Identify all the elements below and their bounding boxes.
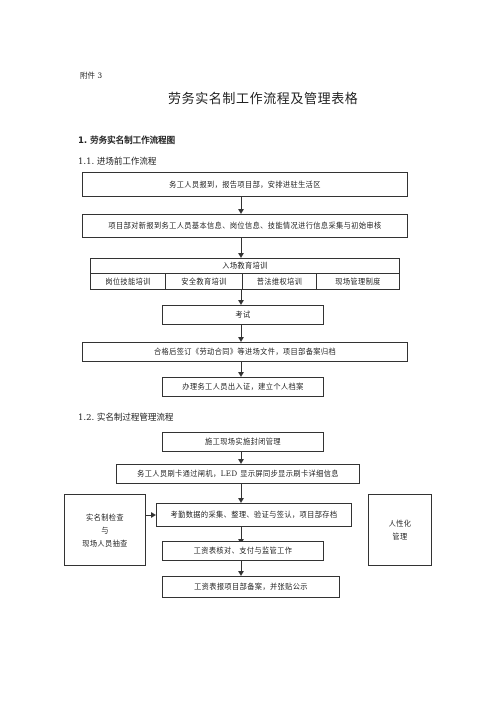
arrow-down-icon — [238, 459, 244, 464]
flow1-step-pass-card: 办理务工人员出入证，建立个人档案 — [162, 377, 324, 397]
attachment-label: 附件 3 — [80, 71, 103, 80]
connector — [241, 325, 242, 337]
page-title: 劳务实名制工作流程及管理表格 — [168, 92, 359, 107]
flow1-step-report: 务工人员报到，报告项目部，安排进驻生活区 — [82, 172, 408, 197]
connector — [241, 484, 242, 498]
arrow-down-icon — [238, 337, 244, 342]
training-item-legal-rights: 普法维权培训 — [242, 273, 317, 290]
flow2-step-publish: 工资表报项目部备案，并张贴公示 — [162, 576, 340, 598]
flow2-step-attendance: 考勤数据的采集、整理、验证与签认，项目部存档 — [156, 503, 352, 527]
flow1-training-title: 入场教育培训 — [90, 258, 400, 274]
training-item-site-rules: 现场管理制度 — [316, 273, 400, 290]
section-heading-1: 1. 劳务实名制工作流程图 — [78, 136, 176, 146]
subsection-heading-1-2: 1.2. 实名制过程管理流程 — [78, 413, 174, 423]
connector — [146, 515, 151, 516]
flow1-step-contract: 合格后签订《劳动合同》等进场文件，项目部备案归档 — [82, 342, 408, 362]
flow2-step-closed-management: 施工现场实施封闭管理 — [162, 432, 324, 452]
connector — [241, 197, 242, 209]
connector — [241, 452, 242, 460]
flow2-side-box-inspection: 实名制检查 与 现场人员抽查 — [64, 494, 146, 566]
arrow-down-icon — [238, 571, 244, 576]
arrow-down-icon — [238, 253, 244, 258]
connector — [241, 561, 242, 571]
arrow-down-icon — [238, 300, 244, 305]
flow2-side-box-humanized: 人性化 管理 — [368, 494, 432, 566]
flow2-step-card-swipe: 务工人员刷卡通过闸机，LED 显示屏同步显示刷卡详细信息 — [116, 464, 360, 484]
connector — [241, 238, 242, 253]
connector — [241, 527, 242, 539]
subsection-heading-1-1: 1.1. 进场前工作流程 — [78, 157, 157, 167]
flow1-step-exam: 考试 — [162, 305, 324, 325]
flow2-step-payroll: 工资表核对、支付与监管工作 — [162, 541, 324, 561]
training-item-safety: 安全教育培训 — [165, 273, 243, 290]
connector — [241, 290, 242, 300]
arrow-down-icon — [238, 372, 244, 377]
training-item-job-skills: 岗位技能培训 — [90, 273, 166, 290]
arrow-down-icon — [238, 498, 244, 503]
arrow-right-icon — [151, 512, 156, 518]
flow1-step-info-collection: 项目部对新报到务工人员基本信息、岗位信息、技能情况进行信息采集与初始审核 — [82, 214, 408, 238]
arrow-down-icon — [238, 209, 244, 214]
connector — [241, 362, 242, 372]
